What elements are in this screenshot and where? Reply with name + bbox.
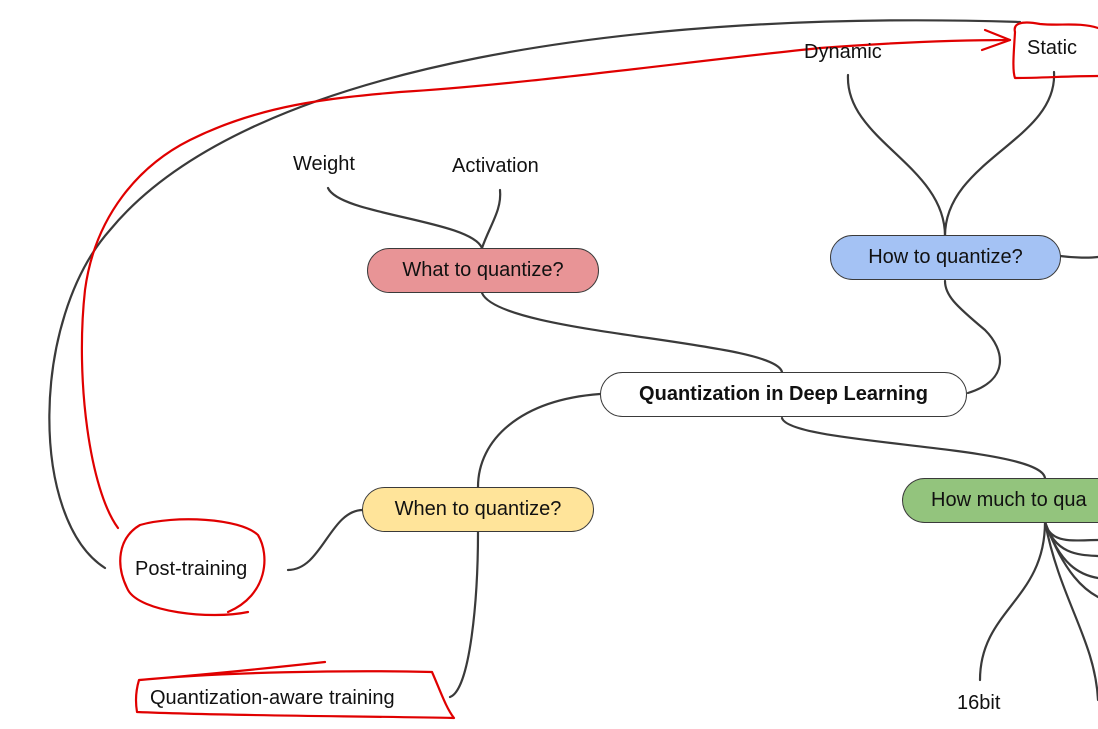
connector-root-what — [480, 291, 784, 374]
leaf-dynamic-label: Dynamic — [804, 41, 882, 63]
connector-howmuch-16bit — [978, 520, 1047, 682]
connector-how-static — [943, 70, 1056, 238]
connector-posttraining-static — [48, 19, 1022, 570]
branch-what-to-quantize[interactable]: What to quantize? — [367, 248, 599, 293]
leaf-post-training[interactable]: Post-training — [135, 558, 247, 581]
leaf-16bit[interactable]: 16bit — [957, 692, 1000, 715]
connector-root-how — [943, 279, 1002, 395]
connector-when-posttraining — [286, 508, 365, 572]
branch-when-label: When to quantize? — [394, 498, 562, 520]
annotation-box-static — [1012, 21, 1098, 80]
leaf-weight-label: Weight — [293, 153, 355, 175]
leaf-qat-label: Quantization-aware training — [150, 687, 395, 709]
connector-root-howmuch — [780, 416, 1047, 480]
root-node-label: Quantization in Deep Learning — [639, 383, 928, 405]
connector-what-activation — [480, 188, 502, 250]
leaf-16bit-label: 16bit — [957, 692, 1001, 714]
branch-how-to-quantize[interactable]: How to quantize? — [830, 235, 1061, 280]
annotation-box-qat — [134, 660, 456, 720]
leaf-dynamic[interactable]: Dynamic — [804, 41, 882, 64]
leaf-quantization-aware-training[interactable]: Quantization-aware training — [150, 687, 395, 710]
branch-how-much-to-quantize[interactable]: How much to qua — [902, 478, 1098, 523]
connector-howmuch-more-4 — [1043, 520, 1098, 599]
leaf-static-label: Static — [1027, 37, 1078, 59]
connector-when-qat — [448, 530, 480, 699]
connector-howmuch-more-3 — [1043, 520, 1098, 580]
branch-how-label: How to quantize? — [868, 246, 1023, 268]
branch-how-much-label: How much to qua — [931, 489, 1087, 511]
leaf-weight[interactable]: Weight — [293, 153, 355, 176]
connector-what-weight — [326, 186, 484, 250]
annotation-arrow-line — [80, 38, 1012, 530]
branch-what-label: What to quantize? — [402, 259, 564, 281]
annotation-circle-post-training — [119, 518, 266, 617]
connector-howmuch-more-5 — [1043, 520, 1098, 702]
branch-when-to-quantize[interactable]: When to quantize? — [362, 487, 594, 532]
root-node[interactable]: Quantization in Deep Learning — [600, 372, 967, 417]
annotation-arrowhead — [980, 28, 1012, 52]
connector-how-dynamic — [846, 73, 947, 238]
leaf-post-training-label: Post-training — [135, 558, 248, 580]
leaf-activation[interactable]: Activation — [452, 155, 539, 178]
connector-root-when — [476, 392, 602, 489]
connector-how-right — [1058, 254, 1098, 259]
leaf-static[interactable]: Static — [1027, 37, 1077, 60]
leaf-activation-label: Activation — [452, 155, 539, 177]
